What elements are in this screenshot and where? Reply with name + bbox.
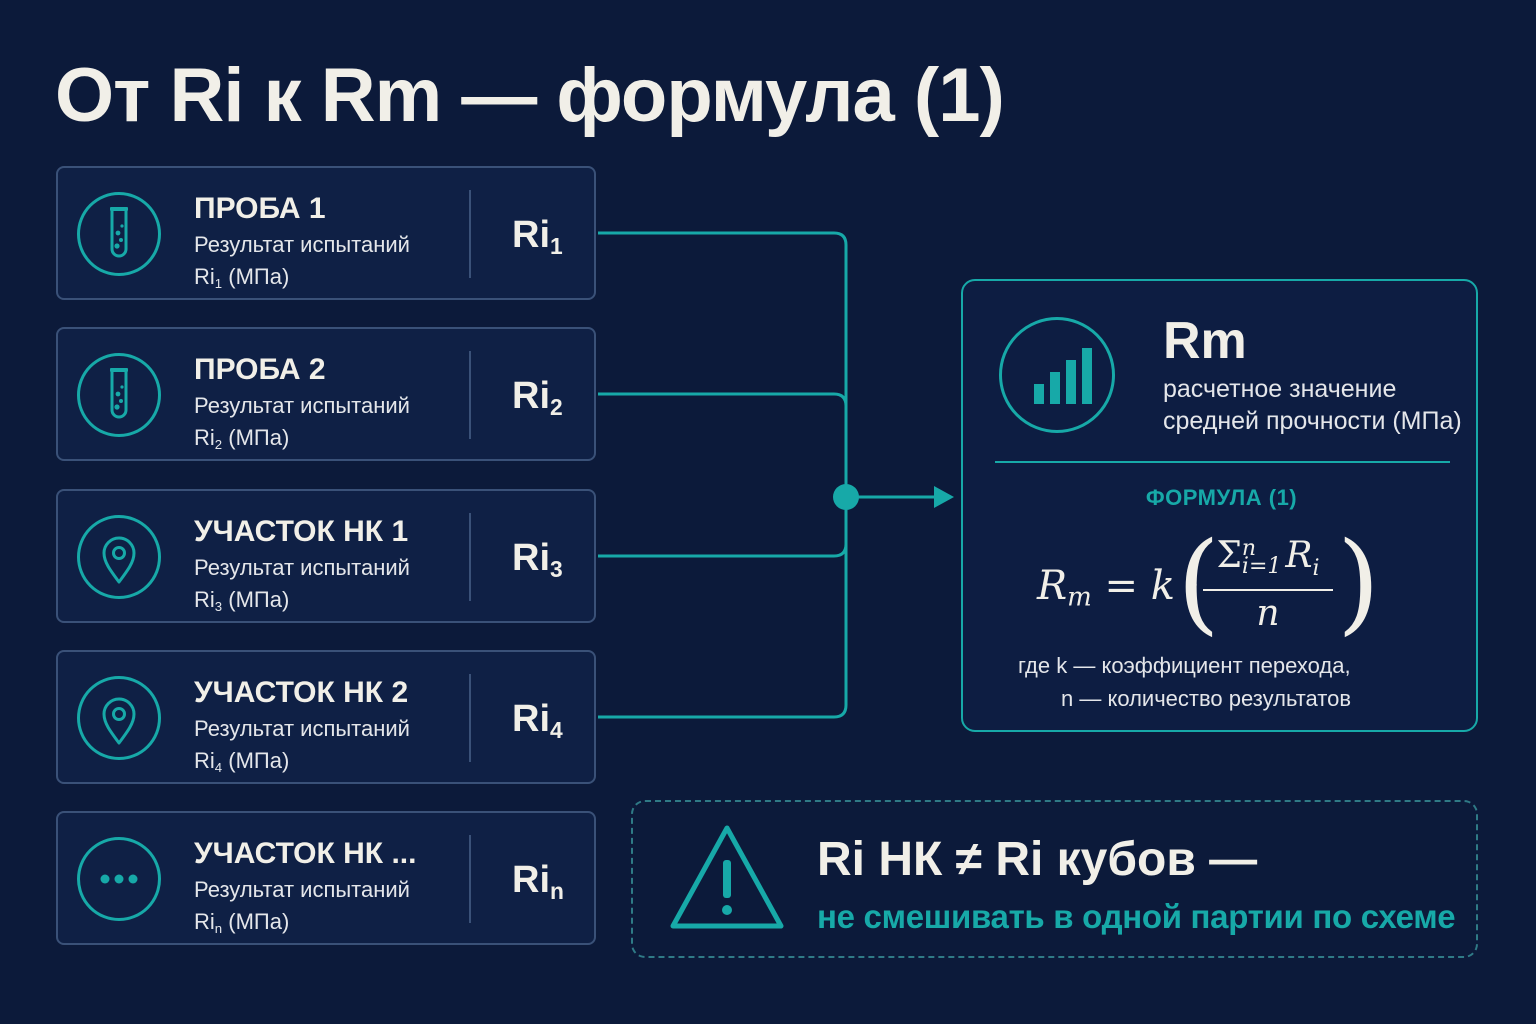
formula-label: ФОРМУЛА (1): [1145, 485, 1298, 510]
input-value: Ri4: [512, 698, 563, 743]
bar-chart-icon: [999, 317, 1115, 433]
input-name: УЧАСТОК НК 2: [194, 676, 409, 709]
formula-lhs: Rm = k ·: [1037, 563, 1201, 613]
more-dots-icon: [77, 837, 161, 921]
right-paren: ): [1337, 518, 1380, 646]
warning-panel: Ri НК ≠ Ri кубов — не смешивать в одной …: [631, 800, 1478, 958]
legend-n: n — количество результатов: [1061, 686, 1352, 711]
junction-dot: [833, 484, 859, 510]
legend-k: где k — коэффициент перехода,: [1018, 653, 1351, 678]
input-unit: Ri1 (МПа): [194, 264, 290, 291]
page-title: От Ri к Rm — формула (1): [55, 53, 1005, 138]
test-tube-icon: [77, 192, 161, 276]
connector-input-2: [598, 392, 848, 497]
card-separator: [469, 835, 471, 923]
input-value: Ri2: [512, 375, 563, 420]
location-pin-icon: [77, 676, 161, 760]
input-description: Результат испытаний: [194, 232, 410, 257]
input-name: УЧАСТОК НК ...: [194, 837, 417, 870]
input-description: Результат испытаний: [194, 393, 410, 418]
input-value: Rin: [512, 859, 564, 904]
formula-denominator: n: [1256, 593, 1280, 634]
input-description: Результат испытаний: [194, 716, 410, 741]
fraction-bar: [1203, 589, 1333, 591]
left-paren: (: [1177, 518, 1220, 646]
test-tube-icon: [77, 353, 161, 437]
input-name: ПРОБА 2: [194, 353, 326, 386]
input-value: Ri1: [512, 214, 563, 259]
result-title: Rm: [1163, 312, 1247, 370]
warning-triangle-icon: [670, 825, 784, 929]
card-separator: [469, 190, 471, 278]
arrow-head-icon: [934, 486, 954, 508]
input-unit: Ri4 (МПа): [194, 748, 290, 775]
warning-title: Ri НК ≠ Ri кубов —: [817, 833, 1258, 886]
divider: [995, 461, 1450, 463]
card-separator: [469, 513, 471, 601]
input-description: Результат испытаний: [194, 877, 410, 902]
warning-subtitle: не смешивать в одной партии по схеме: [817, 898, 1456, 935]
location-pin-icon: [77, 515, 161, 599]
card-separator: [469, 674, 471, 762]
connector-input-1: [598, 231, 848, 497]
input-unit: Ri2 (МПа): [194, 425, 290, 452]
input-unit: Ri3 (МПа): [194, 587, 290, 614]
connector-input-3: [598, 497, 848, 558]
input-name: УЧАСТОК НК 1: [194, 515, 409, 548]
input-value: Ri3: [512, 537, 563, 582]
input-name: ПРОБА 1: [194, 192, 326, 225]
result-panel: Rm расчетное значение средней прочности …: [961, 279, 1478, 732]
connector-input-4: [598, 497, 848, 719]
card-separator: [469, 351, 471, 439]
input-description: Результат испытаний: [194, 555, 410, 580]
result-description: расчетное значение средней прочности (МП…: [1163, 375, 1462, 435]
input-unit: Rin (МПа): [194, 909, 290, 936]
